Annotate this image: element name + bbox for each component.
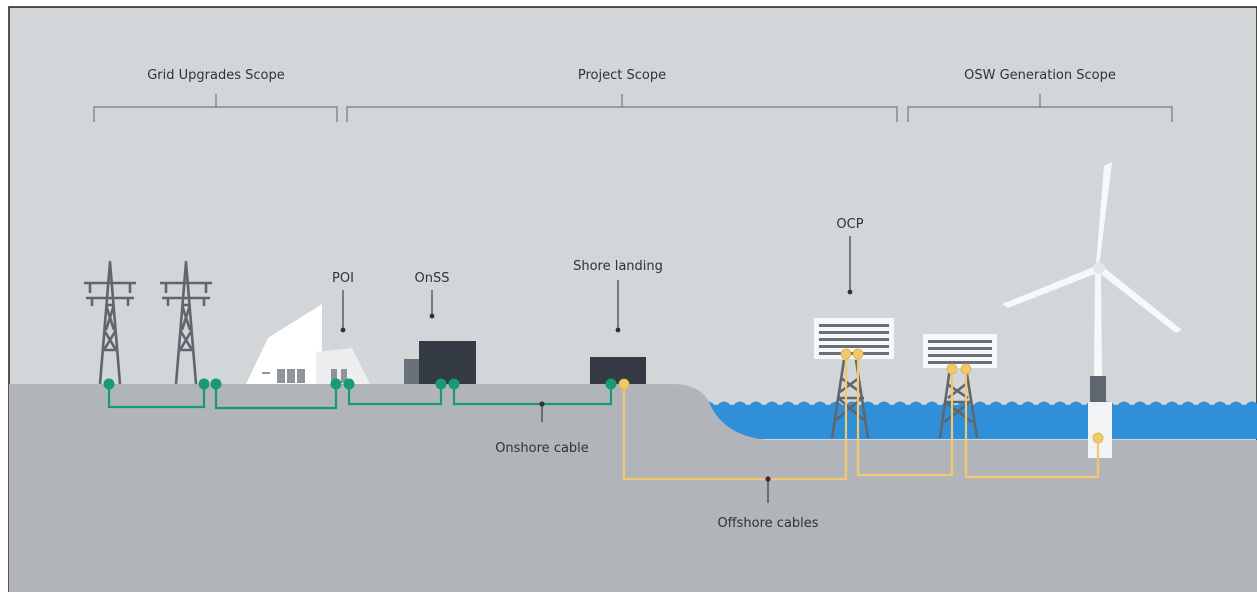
osw-generation-scope-label: OSW Generation Scope [964,68,1116,83]
offshore-cable-nodes [618,348,1104,444]
offshore-cables-label: Offshore cables [717,516,818,531]
onshore-cable-lines [107,384,613,410]
scope-brackets [93,94,1173,122]
ocp-label: OCP [836,217,863,232]
shore-landing-label: Shore landing [573,259,663,274]
project-scope-label: Project Scope [578,68,666,83]
onss-building-icon [404,341,476,384]
sea-waves [700,401,1257,414]
grid-upgrades-bracket [93,94,338,122]
transmission-tower-icon [160,260,212,385]
ocp-platform-icon [814,318,894,439]
onss-label: OnSS [415,271,450,286]
ocp-platform-icon [923,334,997,439]
offshore-cable-lines [622,354,1100,481]
label-leaders [340,236,853,503]
ground [9,384,1257,592]
wind-turbine-icon [1002,162,1182,458]
project-bracket [346,94,898,122]
poi-substation-icon [246,304,370,384]
poi-label: POI [332,271,354,286]
onshore-cable-label: Onshore cable [495,441,589,456]
transmission-tower-icon [84,260,136,385]
osw-generation-bracket [907,94,1173,122]
onshore-cable-nodes [103,378,617,390]
grid-upgrades-scope-label: Grid Upgrades Scope [147,68,285,83]
shore-landing-box-icon [590,357,646,384]
